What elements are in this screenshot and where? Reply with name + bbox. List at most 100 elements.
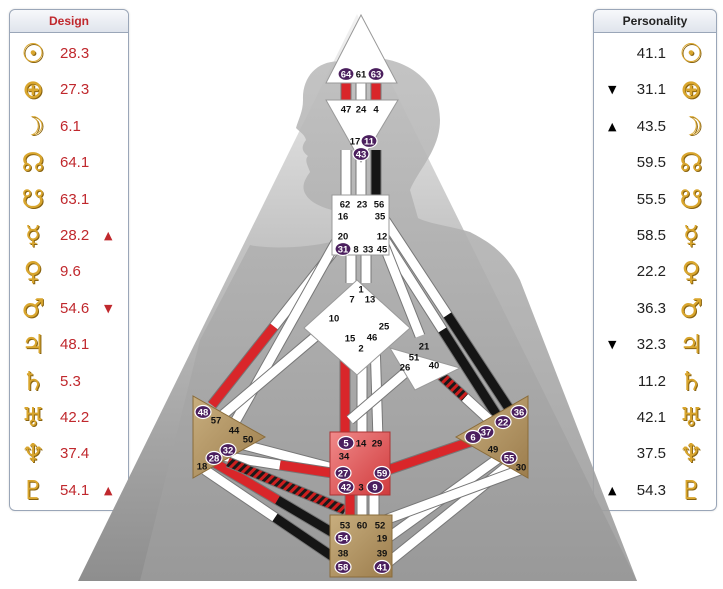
gate-label: 9: [372, 483, 377, 494]
arrow-up-icon: ▲: [104, 483, 113, 497]
gate-label: 45: [377, 245, 388, 256]
planet-row: ⊕31.1▼: [594, 72, 716, 108]
planet-value: 42.2: [60, 409, 90, 426]
gate-label: 55: [504, 454, 515, 465]
gate-label: 16: [338, 212, 349, 223]
gate-label: 19: [377, 534, 388, 545]
gate-label: 20: [338, 232, 349, 243]
gate-label: 41: [377, 563, 388, 574]
gate-label: 24: [356, 105, 367, 116]
gate-badge: [494, 414, 512, 430]
south-node-icon: ☋: [21, 184, 45, 215]
sun-icon: ☉: [679, 39, 703, 69]
planet-value: 42.1: [636, 409, 666, 426]
mars-icon: ♂: [679, 293, 703, 324]
planet-row: ♆37.4: [10, 436, 128, 472]
channel-20-57: [221, 232, 344, 443]
gate-label: 39: [377, 549, 388, 560]
arrow-up-icon: ▲: [104, 229, 113, 242]
channel-28-38-a: [207, 456, 280, 504]
planet-value: 37.5: [636, 445, 666, 463]
planet-row: ♇54.3▲: [594, 473, 716, 509]
gate-label: 14: [356, 439, 367, 450]
planet-value: 37.4: [60, 445, 90, 463]
planet-row: ☿28.2▲: [10, 218, 128, 254]
gate-badge: [367, 66, 385, 82]
ego-center: [388, 347, 462, 391]
design-panel: Design ☉28.3⊕27.3☽6.1☊64.1☋63.1☿28.2▲♀9.…: [9, 9, 129, 511]
sun-icon: ☉: [21, 39, 45, 69]
gate-label: 56: [374, 200, 385, 211]
planet-row: ♂54.6▼: [10, 291, 128, 327]
gate-badge: [337, 435, 355, 451]
gate-label: 33: [363, 245, 374, 256]
gate-label: 32: [223, 446, 234, 457]
gate-label: 5: [343, 439, 349, 450]
pluto-icon: ♇: [21, 475, 45, 506]
planet-value: 9.6: [60, 263, 81, 281]
gate-label: 38: [338, 549, 349, 560]
planet-row: ☊64.1: [10, 145, 128, 181]
gate-label: 13: [365, 295, 376, 306]
gate-label: 54: [338, 534, 349, 545]
ajna-center: [325, 99, 399, 163]
uranus-icon: ♅: [21, 403, 45, 433]
gate-badge: [510, 404, 528, 420]
centers: [192, 13, 529, 578]
north-node-icon: ☊: [21, 148, 45, 179]
planet-value: 54.3: [636, 481, 666, 499]
planet-row: ♄5.3: [10, 364, 128, 400]
gate-badge: [334, 465, 352, 481]
gate-label: 44: [229, 426, 240, 437]
gate-label: 4: [373, 105, 379, 116]
planet-value: 54.6: [60, 299, 90, 317]
channel-16-48-b: [208, 323, 278, 408]
planet-value: 22.2: [636, 263, 666, 281]
channel-30-41: [383, 465, 522, 525]
gate-label: 40: [429, 361, 440, 372]
personality-title: Personality: [594, 10, 716, 33]
arrow-up-icon: ▲: [608, 119, 617, 133]
gate-badge: [337, 479, 355, 495]
gate-label: 34: [339, 452, 350, 463]
gate-label: 17: [350, 137, 361, 148]
north-node-icon: ☊: [679, 148, 703, 179]
planet-value: 27.3: [60, 81, 90, 99]
gate-label: 62: [340, 200, 351, 211]
planet-value: 55.5: [636, 190, 666, 208]
gate-label: 52: [375, 521, 386, 532]
gate-label: 3: [358, 483, 363, 494]
planet-row: ♅ 42.2: [10, 400, 128, 436]
planet-value: 28.3: [60, 45, 90, 62]
planet-row: ♀22.2: [594, 254, 716, 290]
planet-row: ☿58.5: [594, 218, 716, 254]
gate-label: 25: [379, 322, 390, 333]
personality-panel: Personality ☉41.1⊕31.1▼☽ 43.5 ▲ ☊59.5☋ 55.5 ☿…: [593, 9, 717, 511]
south-node-icon: ☋: [679, 184, 703, 215]
channel-35-36-a: [381, 217, 452, 318]
gate-label: 6: [470, 433, 475, 444]
jupiter-icon: ♃: [21, 330, 45, 361]
gate-label: 35: [375, 212, 386, 223]
planet-row: ☉41.1: [594, 36, 716, 72]
planet-row: ☋ 55.5: [594, 182, 716, 218]
planet-row: ♇54.1▲: [10, 473, 128, 509]
planet-row: ♄11.2: [594, 364, 716, 400]
planet-value: 43.5: [636, 117, 666, 135]
planet-value: 36.3: [636, 299, 666, 317]
moon-icon: ☽: [679, 111, 703, 142]
gate-badge: [334, 530, 352, 546]
channel-59-6-a: [386, 448, 441, 475]
planet-row: ♃48.1: [10, 327, 128, 363]
g-center: [303, 279, 411, 376]
planet-row: ☊59.5: [594, 145, 716, 181]
design-title: Design: [10, 10, 128, 33]
planet-value: 63.1: [60, 190, 90, 208]
gate-label: 31: [338, 245, 349, 256]
planet-value: 5.3: [60, 372, 81, 390]
channel-10-57: [202, 316, 338, 434]
head-center: [325, 13, 398, 84]
gate-badge: [337, 66, 355, 82]
gate-label: 60: [357, 521, 368, 532]
gate-label: 22: [498, 418, 509, 429]
